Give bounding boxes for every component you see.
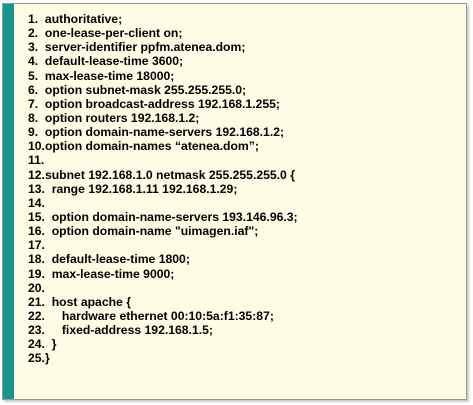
code-line-17: 17. [28,238,45,253]
code-line-11: 11. [28,153,45,168]
accent-bar [3,4,14,399]
code-line-2: 2. one-lease-per-client on; [28,26,183,41]
code-line-6: 6. option subnet-mask 255.255.255.0; [28,82,247,97]
code-line-21: 21. host apache { [28,294,131,309]
code-line-25: 25.} [28,351,50,366]
code-line-20: 20. [28,280,45,295]
code-line-14: 14. [28,195,45,210]
code-listing: 1. authoritative; 2. one-lease-per-clien… [28,12,298,366]
code-line-22: 22. hardware ethernet 00:10:5a:f1:35:87; [28,308,274,323]
code-line-13: 13. range 192.168.1.11 192.168.1.29; [28,181,238,196]
code-line-7: 7. option broadcast-address 192.168.1.25… [28,96,280,111]
code-line-15: 15. option domain-name-servers 193.146.9… [28,209,298,224]
code-line-23: 23. fixed-address 192.168.1.5; [28,323,213,338]
code-line-24: 24. } [28,337,57,352]
code-line-10: 10.option domain-names “atenea.dom”; [28,139,259,154]
code-line-12: 12.subnet 192.168.1.0 netmask 255.255.25… [28,167,295,182]
code-line-9: 9. option domain-name-servers 192.168.1.… [28,125,285,140]
code-box: 1. authoritative; 2. one-lease-per-clien… [2,3,467,400]
code-line-16: 16. option domain-name "uimagen.iaf"; [28,224,259,239]
code-line-8: 8. option routers 192.168.1.2; [28,110,200,125]
code-line-19: 19. max-lease-time 9000; [28,266,175,281]
code-line-18: 18. default-lease-time 1800; [28,252,190,267]
code-line-4: 4. default-lease-time 3600; [28,54,184,69]
code-line-5: 5. max-lease-time 18000; [28,68,175,83]
code-panel: 1. authoritative; 2. one-lease-per-clien… [14,4,466,399]
code-line-1: 1. authoritative; [28,12,123,26]
code-line-3: 3. server-identifier ppfm.atenea.dom; [28,40,246,55]
